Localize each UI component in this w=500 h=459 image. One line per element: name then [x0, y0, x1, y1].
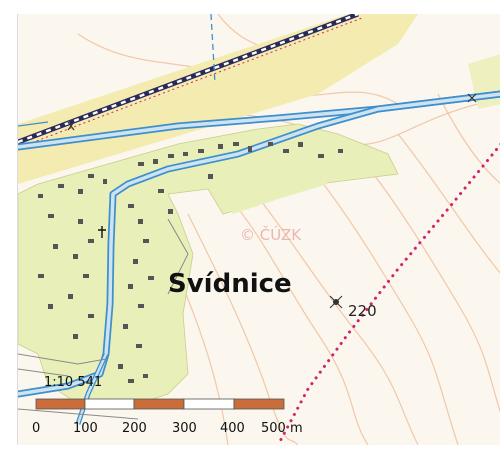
- church-icon: [98, 226, 106, 238]
- scale-tick-200: 200: [122, 421, 147, 436]
- scale-tick-400: 400: [220, 421, 245, 436]
- scale-ratio: 1:10 541: [44, 375, 102, 390]
- railway-line: [18, 14, 363, 149]
- stream-arrow: [18, 121, 49, 127]
- road-marker-icon: [467, 93, 477, 103]
- scale-tick-500: 500 m: [261, 421, 303, 436]
- map-canvas: © ČÚZK Svídnice 220 1:10 541 0 100 200 3…: [18, 14, 500, 445]
- rail-band: [18, 14, 418, 184]
- map-watermark: © ČÚZK: [240, 225, 302, 244]
- scale-segment-1: [35, 398, 86, 410]
- settlement-east: [213, 164, 328, 214]
- scale-tick-100: 100: [73, 421, 98, 436]
- elevation-label: 220: [348, 302, 377, 320]
- scale-tick-0: 0: [32, 421, 40, 436]
- secondary-roads: [18, 218, 189, 420]
- scale-tick-300: 300: [172, 421, 197, 436]
- elevation-point: [329, 295, 343, 309]
- scale-segment-3: [133, 398, 185, 410]
- buildings: [38, 142, 343, 383]
- stream-dashed: [210, 14, 216, 85]
- rail-marker-icon: [67, 121, 75, 131]
- scale-bar: [35, 398, 285, 410]
- town-label: Svídnice: [168, 269, 292, 299]
- admin-boundary: [276, 142, 500, 445]
- scale-segment-4: [183, 398, 235, 410]
- scale-segment-5: [233, 398, 285, 410]
- topographic-map[interactable]: © ČÚZK Svídnice 220 1:10 541 0 100 200 3…: [17, 14, 500, 445]
- scale-segment-2: [84, 398, 135, 410]
